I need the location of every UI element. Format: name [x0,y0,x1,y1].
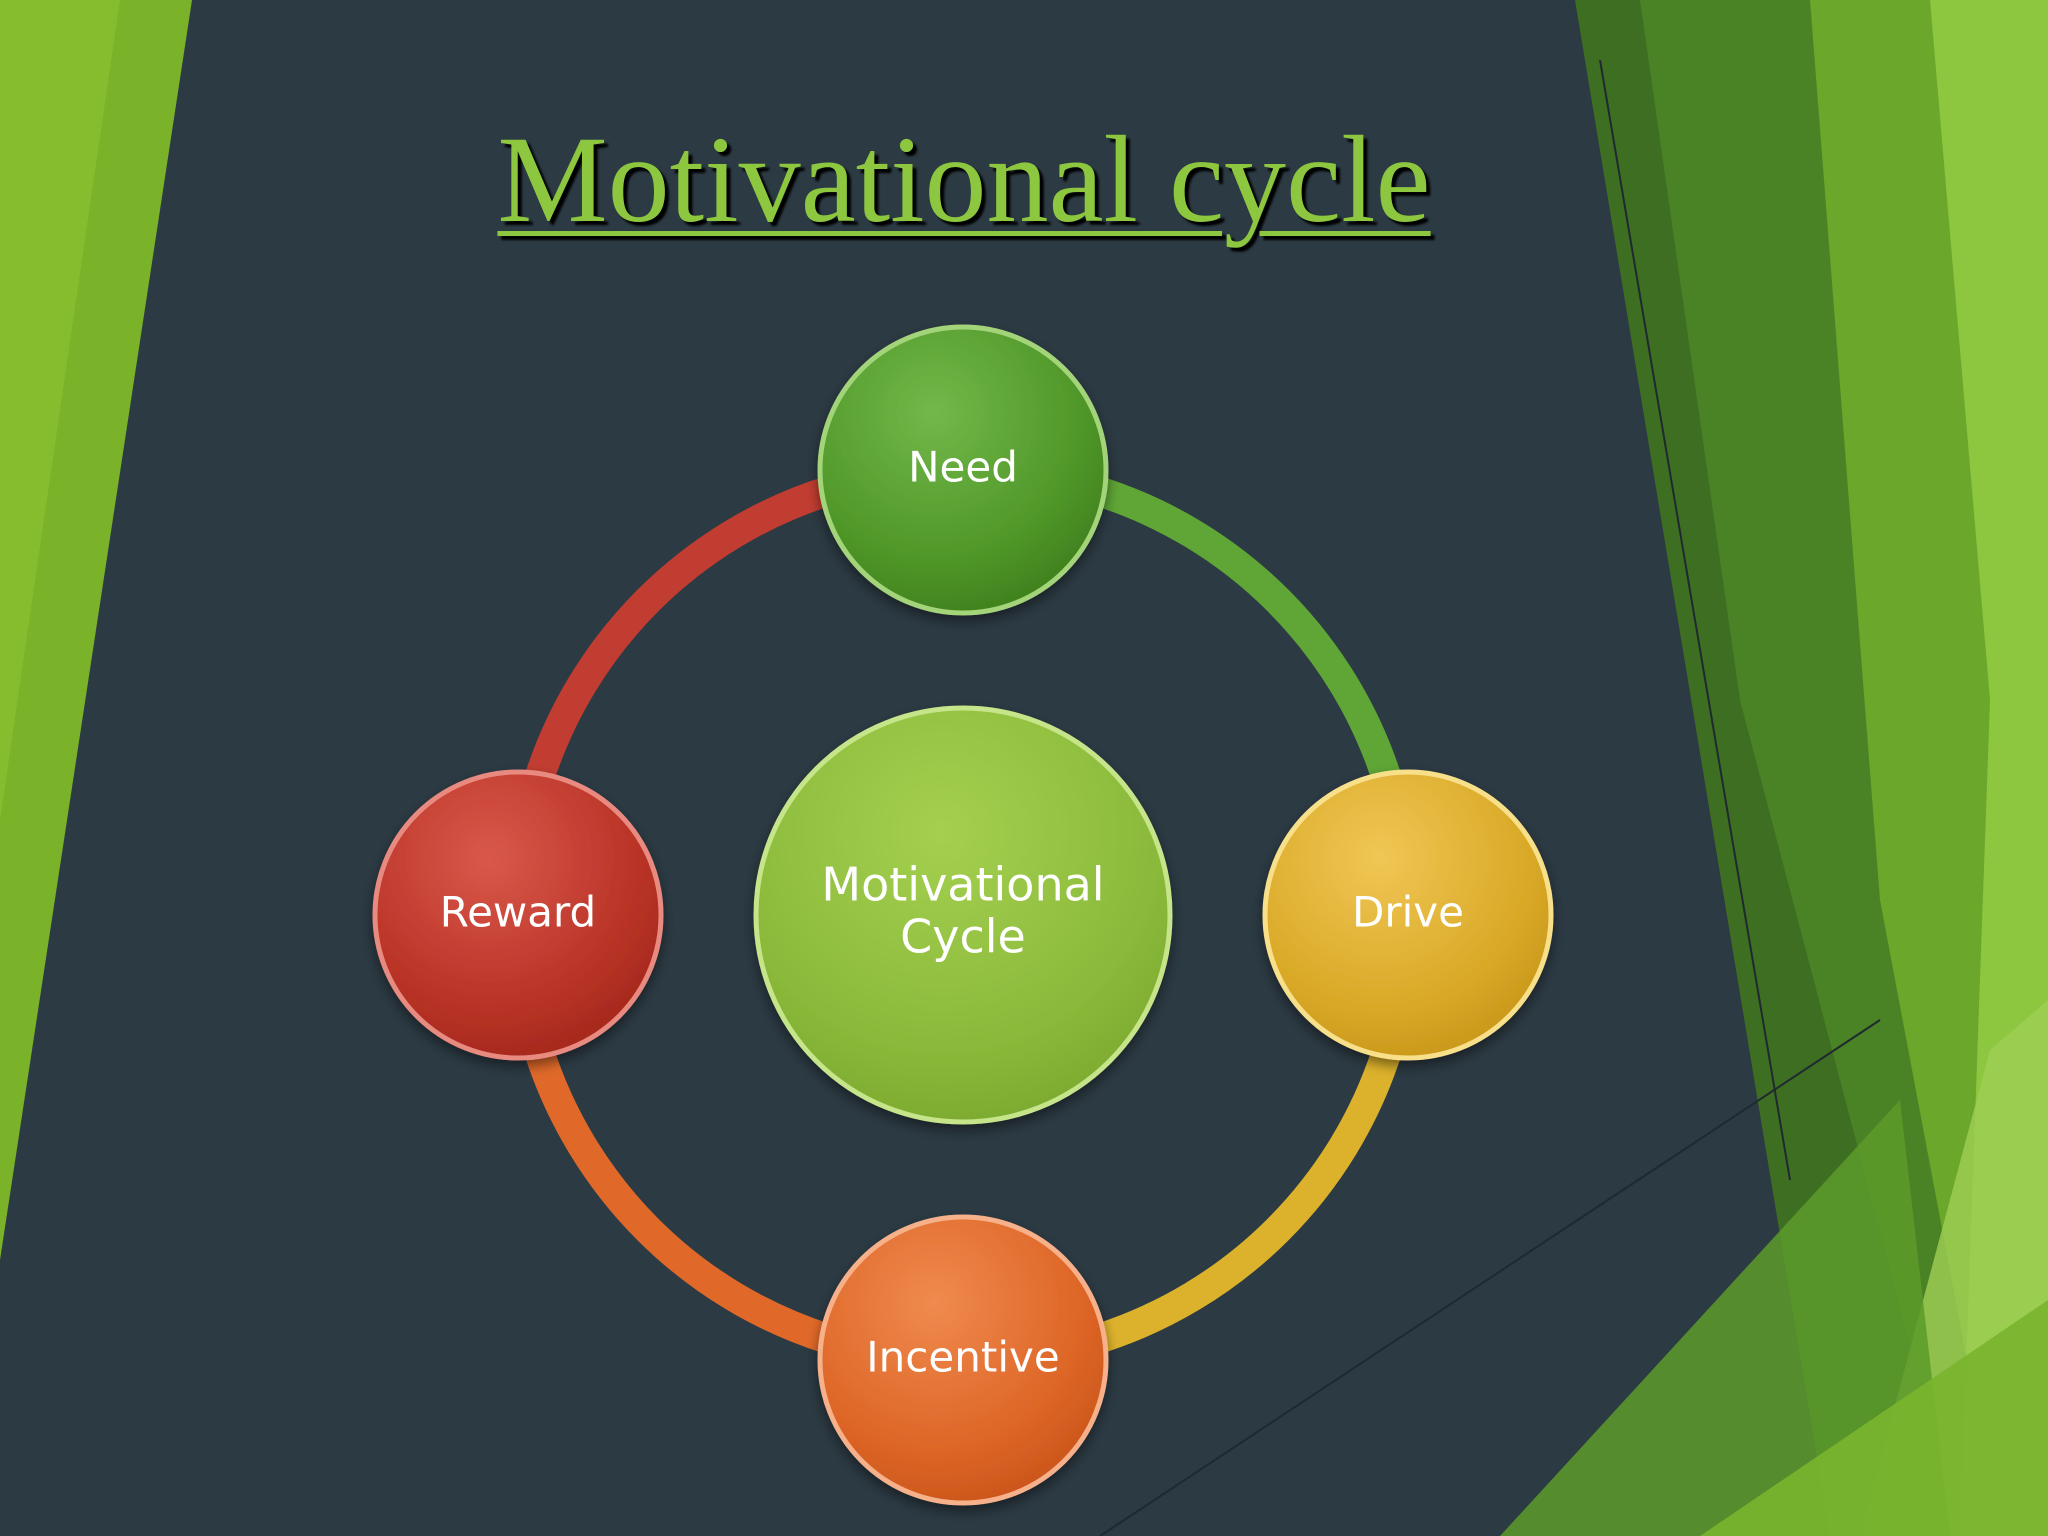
slide-title: Motivational cycle [497,111,1431,248]
incentive-node [817,1214,1109,1506]
arc-incentive-to-reward [524,1046,833,1354]
arc-need-to-drive [1093,476,1402,784]
center-node [753,705,1173,1125]
drive-label: Drive [1352,888,1464,937]
reward-node [372,769,664,1061]
center-label-line-1: Motivational [821,858,1104,912]
incentive-label: Incentive [866,1333,1059,1382]
reward-label: Reward [440,888,596,937]
arc-drive-to-incentive [1093,1046,1402,1354]
need-node [817,324,1109,616]
need-label: Need [908,443,1018,492]
center-label-line-2: Cycle [900,910,1026,964]
drive-node [1262,769,1554,1061]
arc-reward-to-need [524,476,833,784]
